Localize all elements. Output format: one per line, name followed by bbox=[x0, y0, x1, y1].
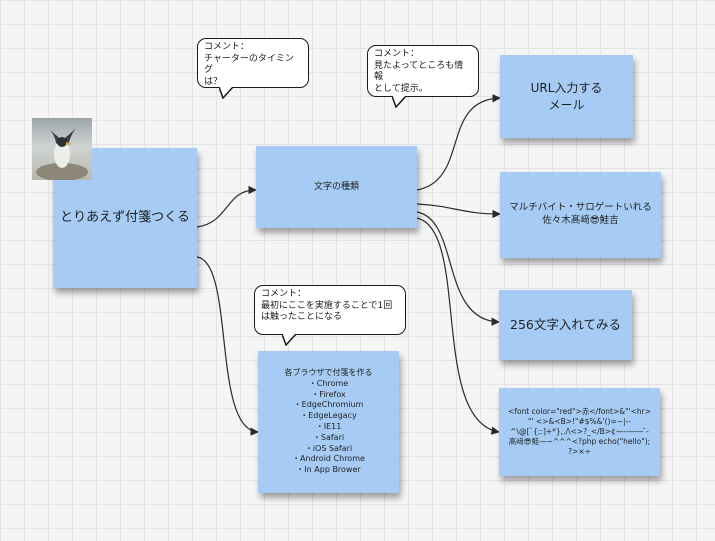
sticky-char-types[interactable]: 文字の種類 bbox=[256, 146, 417, 228]
comment-chatter-timing-tail bbox=[219, 87, 234, 99]
connector-types-to-html bbox=[416, 217, 500, 435]
sticky-char-types-text: 文字の種類 bbox=[313, 181, 359, 192]
sticky-html-injection[interactable]: <font color="red">赤</font>&"'<hr> "' <>&… bbox=[499, 388, 660, 476]
comment-chatter-timing[interactable]: コメント： チャーターのタイミング は？ bbox=[197, 38, 309, 88]
penguin-photo-icon bbox=[32, 118, 92, 180]
comment-interesting-tail bbox=[392, 96, 407, 108]
sticky-start-text: とりあえず付箋つくる bbox=[60, 210, 190, 226]
connector-types-to-multibyte bbox=[416, 203, 501, 219]
sticky-multibyte[interactable]: マルチバイト・サロゲートいれる 佐々木髙﨑😎鮭吉 bbox=[500, 172, 661, 258]
sticky-256-chars[interactable]: 256文字入れてみる bbox=[499, 290, 632, 360]
comment-first-touch-tail bbox=[282, 334, 297, 346]
sticky-multibyte-text: マルチバイト・サロゲートいれる 佐々木髙﨑😎鮭吉 bbox=[509, 202, 652, 226]
sticky-url-mail-text: URL入力する メール bbox=[530, 81, 603, 112]
connector-start-to-types bbox=[196, 185, 257, 228]
comment-first-touch[interactable]: コメント： 最初にここを実施することで1回 は触ったことになる bbox=[254, 285, 406, 335]
connector-types-to-url bbox=[416, 94, 501, 191]
sticky-html-injection-text: <font color="red">赤</font>&"'<hr> "' <>&… bbox=[507, 406, 652, 457]
sticky-256-chars-text: 256文字入れてみる bbox=[510, 316, 621, 332]
connector-types-to-256 bbox=[416, 211, 500, 326]
connector-start-to-browsers bbox=[196, 256, 259, 436]
sticky-browsers[interactable]: 各ブラウザで付箋を作る ・Chrome ・Firefox ・EdgeChromi… bbox=[258, 351, 399, 493]
sticky-browsers-text: 各ブラウザで付箋を作る ・Chrome ・Firefox ・EdgeChromi… bbox=[284, 368, 373, 475]
comment-interesting[interactable]: コメント： 見たよってところも情報 として提示。 bbox=[367, 45, 479, 97]
sticky-url-mail[interactable]: URL入力する メール bbox=[500, 55, 633, 138]
